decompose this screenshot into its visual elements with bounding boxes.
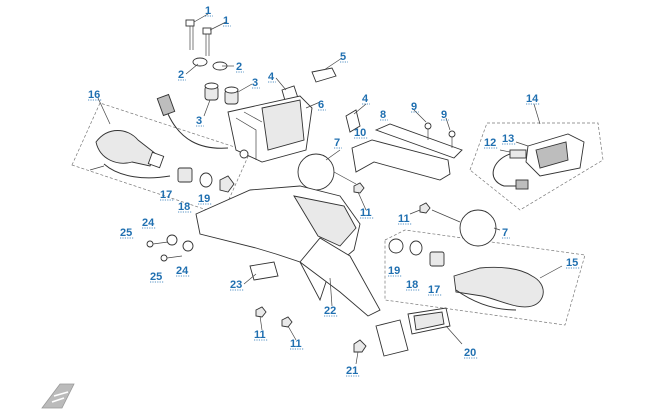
- callout-23: 23: [230, 279, 242, 291]
- lamp-housing-part-6: [227, 95, 313, 163]
- clip-part-5: [311, 67, 337, 83]
- screw-part-9a: [424, 122, 432, 130]
- turn-signal-left-part-16: [89, 130, 171, 179]
- callout-10: 10: [354, 127, 366, 139]
- plate-bracket-small: [375, 319, 409, 357]
- nut-part-19a: [219, 175, 235, 193]
- callout-17a: 17: [160, 189, 172, 201]
- callout-1b: 1: [223, 15, 229, 27]
- callout-5: 5: [340, 51, 346, 63]
- callout-16: 16: [88, 89, 100, 101]
- clip-part-4b: [345, 109, 361, 133]
- callout-3a: 3: [252, 77, 258, 89]
- nut-part-21: [353, 339, 367, 353]
- callout-1a: 1: [205, 5, 211, 17]
- reflector-part-7b: [459, 209, 497, 247]
- callout-3b: 3: [196, 115, 202, 127]
- leader-lines: [97, 13, 563, 365]
- turn-signal-right-group-box: [384, 229, 586, 326]
- callout-14: 14: [526, 93, 539, 105]
- callout-24b: 24: [176, 265, 189, 277]
- screw-part-25b: [160, 254, 183, 262]
- callout-11c: 11: [254, 329, 266, 341]
- washer-part-2a: [192, 57, 208, 67]
- nut-part-11a: [353, 182, 365, 194]
- reflector-part-7a: [297, 153, 335, 191]
- callout-18a: 18: [178, 201, 190, 213]
- callout-17b: 17: [428, 284, 440, 296]
- turn-signal-right-part-15: [453, 266, 544, 311]
- callout-9b: 9: [441, 109, 447, 121]
- corner-logo: [41, 383, 75, 409]
- callout-2b: 2: [236, 61, 242, 73]
- spacer-part-17b: [429, 251, 445, 267]
- callout-13: 13: [502, 133, 514, 145]
- screw-part-25a: [146, 240, 169, 248]
- mudguard-part-22: [195, 185, 381, 317]
- tail-light-group-box: [469, 122, 604, 211]
- callout-4a: 4: [268, 71, 275, 83]
- callout-25b: 25: [150, 271, 162, 283]
- callout-7a: 7: [334, 137, 340, 149]
- plate-part-20: [407, 307, 451, 335]
- callout-11d: 11: [290, 338, 302, 350]
- callout-24a: 24: [142, 217, 155, 229]
- callout-11a: 11: [360, 207, 372, 219]
- bracket-part-8: [374, 123, 463, 159]
- callout-22: 22: [324, 305, 336, 317]
- washer-part-24b: [182, 240, 194, 252]
- callout-18b: 18: [406, 279, 418, 291]
- bolt-part-1a: [185, 19, 195, 50]
- tail-light-part-14: [525, 133, 585, 177]
- callout-4b: 4: [362, 93, 369, 105]
- washer-part-19b: [388, 238, 404, 254]
- bolt-part-1b: [202, 27, 212, 56]
- callout-19a: 19: [198, 193, 210, 205]
- callout-25a: 25: [120, 227, 132, 239]
- callout-20: 20: [464, 347, 476, 359]
- tail-light-connector-12: [492, 149, 529, 190]
- callout-11b: 11: [398, 213, 410, 225]
- grommet-part-3a: [204, 82, 219, 101]
- callout-19b: 19: [388, 265, 400, 277]
- nut-part-11b: [419, 202, 431, 214]
- grommet-part-3b: [224, 86, 239, 105]
- washer-part-18a: [199, 172, 213, 188]
- callout-labels: 1 1 2 2 3 3 4 4 5 6 7 7 8 9 9 10 11 11: [88, 5, 580, 377]
- nut-part-11c: [255, 306, 267, 318]
- callout-15: 15: [566, 257, 578, 269]
- callout-8: 8: [380, 109, 386, 121]
- nut-part-11d: [281, 316, 293, 328]
- callout-6: 6: [318, 99, 324, 111]
- callout-12: 12: [484, 137, 496, 149]
- spacer-part-17a: [177, 167, 193, 183]
- callout-7b: 7: [502, 227, 508, 239]
- washer-part-18b: [409, 240, 423, 256]
- washer-part-24a: [166, 234, 178, 246]
- screw-part-9b: [448, 130, 456, 138]
- plate-bracket-part-23: [249, 261, 279, 281]
- callout-21: 21: [346, 365, 358, 377]
- bracket-part-10: [351, 139, 451, 181]
- connector-plug-part: [156, 93, 229, 149]
- callout-2a: 2: [178, 69, 184, 81]
- callout-9a: 9: [411, 101, 417, 113]
